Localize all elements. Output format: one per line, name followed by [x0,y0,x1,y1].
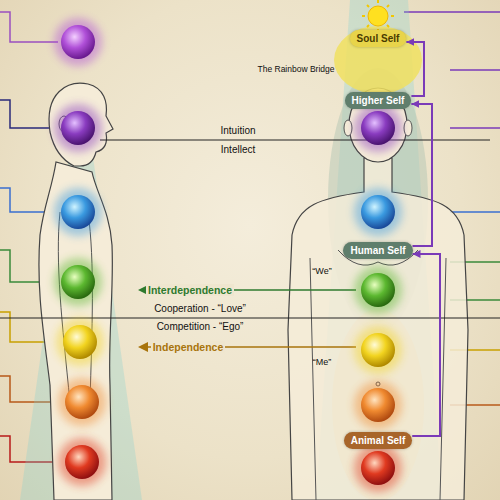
side-figure-arm [58,212,92,402]
soul-ellipse [334,26,422,94]
self-label-box: Animal Self [344,432,412,449]
rising-arrow [411,104,432,246]
self-label: Higher Self [352,94,405,107]
chakra-orbs-left [54,18,106,486]
front-figure-body [288,158,468,500]
leader-line [0,12,58,42]
annotation-label: Cooperation - “Love” [152,303,248,315]
side-figure-body [39,162,112,500]
rising-arrow [406,42,424,96]
front-figure-lines [310,250,446,500]
annotation-label: “Me” [311,357,334,367]
leader-line [450,69,500,71]
sacral-orb [361,388,395,422]
self-label-box: Soul Self [350,30,407,47]
third-eye-orb [61,111,95,145]
orb-glow [54,258,102,306]
sacral-orb [65,385,99,419]
solar-orb [361,333,395,367]
self-label: Animal Self [351,434,405,447]
throat-orb [61,195,95,229]
crown-orb [61,25,95,59]
self-label-box: Higher Self [345,92,412,109]
light-cone [20,150,142,500]
leader-line [450,211,500,213]
orb-glow [354,104,402,152]
orb-glow [354,188,402,236]
root-orb [65,445,99,479]
annotation-label: “We” [310,266,333,276]
leader-line [450,127,500,129]
ear [404,120,412,136]
throat-orb [361,195,395,229]
side-figure-head [49,83,113,166]
annotation-label: Competition - “Ego” [155,321,246,333]
solar-orb [63,325,97,359]
orb-glow [354,444,402,492]
annotation-label: Intellect [219,144,257,156]
sun [368,6,388,26]
heart-orb [361,273,395,307]
third-eye-orb [361,111,395,145]
annotation-label: Independence [151,341,226,353]
heart-orb [61,265,95,299]
rising-arrow [412,254,440,436]
orb-glow [354,381,402,429]
annotation-label: Interdependence [146,284,234,296]
sun-rays [362,0,394,32]
root-orb [361,451,395,485]
self-label-box: Human Self [343,242,412,259]
self-label: Soul Self [357,32,400,45]
orb-glow [56,318,104,366]
orb-glow [54,188,102,236]
divider-line [0,318,500,319]
orb-glow [354,266,402,314]
annotation-label: The Rainbow Bridge [255,65,336,75]
front-figure-head [349,88,407,162]
orb-glow [58,438,106,486]
orb-glow [54,104,102,152]
annotation-label: Intuition [218,125,257,137]
arrowhead [138,342,148,352]
leader-line [404,11,500,13]
self-label: Human Self [350,244,405,257]
orb-glow [54,18,102,66]
ear [344,120,352,136]
orb-glow [354,326,402,374]
orb-glow [58,378,106,426]
